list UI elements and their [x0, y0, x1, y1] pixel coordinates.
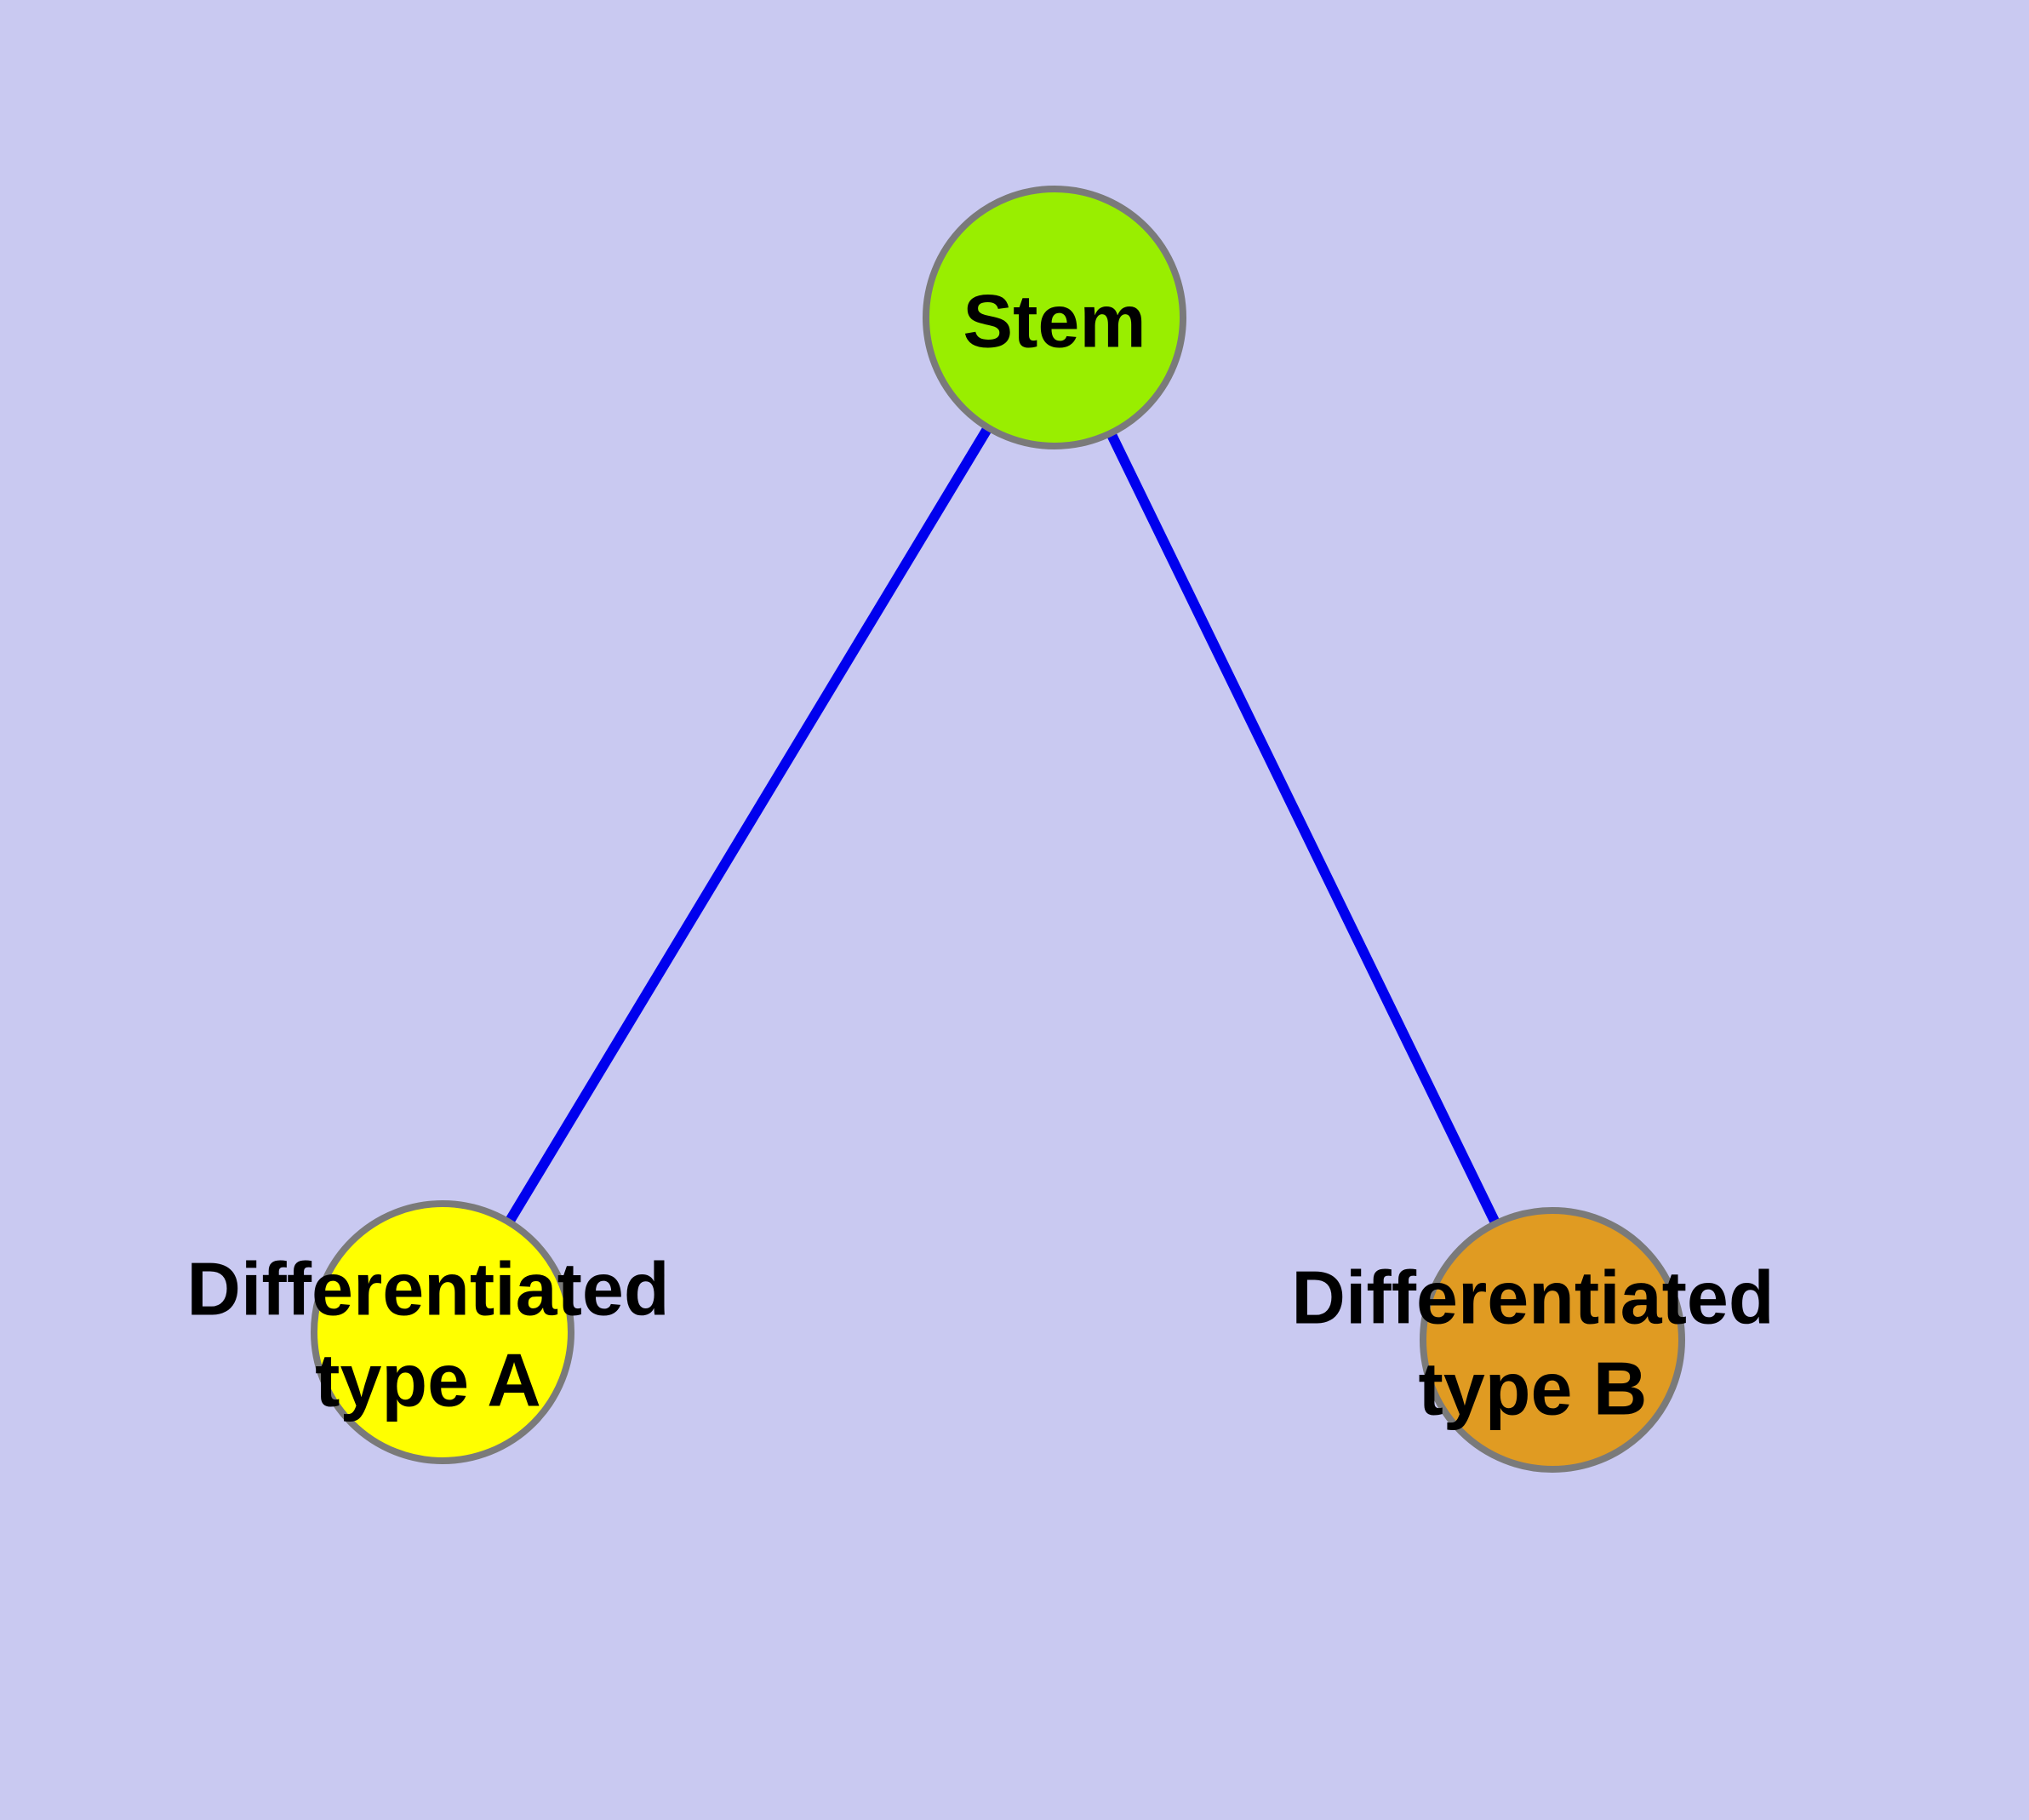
type-b-node-circle	[1420, 1207, 1685, 1473]
type-a-node-label: Differentiated type A	[186, 1244, 669, 1427]
type-a-node-label-line2: type A	[315, 1338, 541, 1422]
type-a-node-circle	[311, 1200, 574, 1464]
type-b-node-label-line1: Differentiated	[1291, 1255, 1775, 1340]
type-b-node-label-line2: type B	[1418, 1347, 1648, 1431]
edge-stem-to-type-a	[437, 314, 1060, 1336]
edge-stem-to-type-b	[1049, 315, 1557, 1342]
stem-node-label: Stem	[963, 275, 1146, 366]
stem-node-label-line1: Stem	[963, 278, 1146, 363]
stem-node-circle	[923, 186, 1186, 449]
type-b-node-label: Differentiated type B	[1291, 1252, 1774, 1435]
type-a-node-label-line1: Differentiated	[186, 1246, 670, 1331]
